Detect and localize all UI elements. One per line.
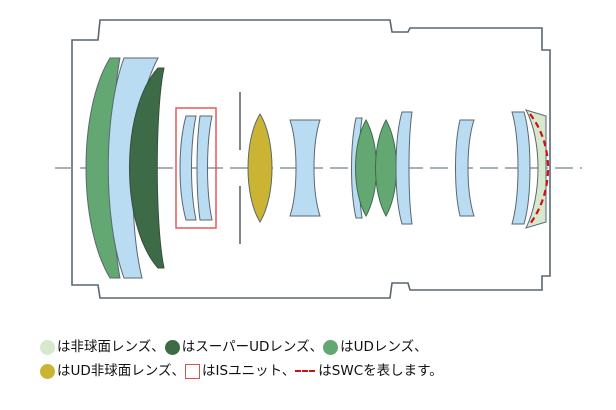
legend-item-is-unit: はISユニット、: [185, 359, 295, 383]
lens-element-concave-1: [289, 119, 321, 217]
legend-row-2: はUD非球面レンズ、 はISユニット、 はSWCを表します。: [40, 359, 600, 383]
is-unit-box: [175, 107, 217, 229]
lens-element-ud-b: [375, 118, 397, 218]
super-ud-swatch: [164, 339, 180, 355]
legend: は非球面レンズ、 はスーパーUDレンズ、 はUDレンズ、 はUD非球面レンズ、 …: [40, 335, 600, 383]
legend-label-ud-aspherical: はUD非球面レンズ、: [57, 363, 186, 379]
legend-item-super-ud: はスーパーUDレンズ、: [164, 335, 324, 359]
legend-label-ud: はUDレンズ、: [340, 339, 428, 355]
legend-label-is-unit: はISユニット、: [202, 363, 296, 379]
legend-item-swc: はSWCを表します。: [295, 359, 443, 383]
ud-aspherical-swatch: [40, 363, 55, 379]
lens-barrel-outline: [71, 19, 551, 299]
legend-item-aspherical: は非球面レンズ、: [40, 335, 165, 359]
lens-element-mid-blue-rear: [395, 111, 413, 225]
legend-row-1: は非球面レンズ、 はスーパーUDレンズ、 はUDレンズ、: [40, 335, 600, 359]
legend-label-swc: はSWCを表します。: [318, 363, 443, 379]
aspherical-swatch: [40, 339, 55, 355]
lens-element-ud-aspherical: [247, 113, 273, 223]
lens-cross-section-diagram: [55, 19, 582, 299]
lens-element-rear-convex: [511, 111, 531, 225]
legend-label-aspherical: は非球面レンズ、: [57, 339, 165, 355]
swc-coating-curve: [529, 113, 550, 225]
swc-swatch: [295, 370, 316, 372]
lens-element-ud-a: [355, 118, 377, 218]
ud-swatch: [323, 339, 339, 355]
lens-element-rear-aspherical: [524, 109, 547, 229]
lens-element-rear-concave: [455, 119, 475, 217]
lens-element-3-super-ud: [129, 67, 165, 269]
legend-item-ud: はUDレンズ、: [323, 335, 428, 359]
legend-item-ud-aspherical: はUD非球面レンズ、: [40, 359, 185, 383]
is-unit-swatch: [185, 363, 201, 379]
legend-label-super-ud: はスーパーUDレンズ、: [181, 339, 324, 355]
is-lens-element-a: [179, 115, 197, 221]
is-lens-element-b: [196, 115, 213, 221]
